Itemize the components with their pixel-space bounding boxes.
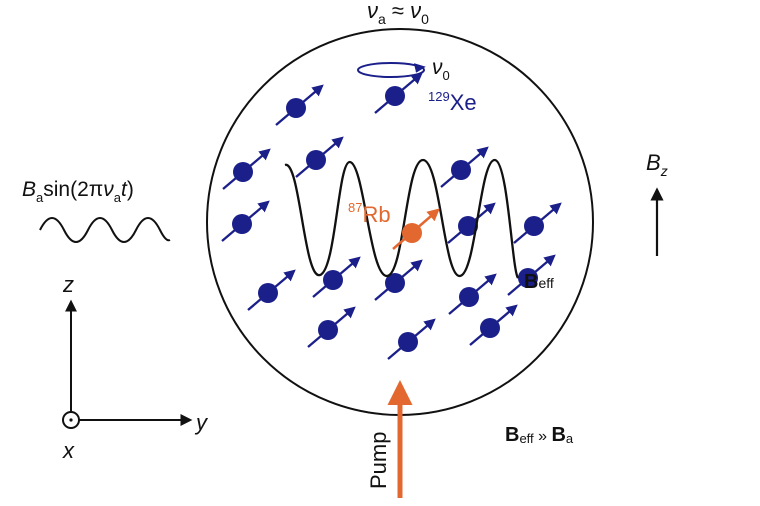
xe-sphere	[232, 214, 252, 234]
xe-atom	[247, 269, 296, 311]
xe-sphere	[233, 162, 253, 182]
xe-atom	[295, 136, 344, 178]
xe-sphere	[258, 283, 278, 303]
bz-label: Bz	[646, 150, 668, 179]
xe-sphere	[385, 86, 405, 106]
xe-sphere	[318, 320, 338, 340]
x-axis-label: x	[62, 438, 75, 463]
xe-sphere	[458, 216, 478, 236]
xe-sphere	[480, 318, 500, 338]
xe-atom	[374, 259, 423, 301]
xe-atom	[221, 200, 270, 242]
xe-atom	[387, 318, 436, 360]
rb-atom	[392, 208, 440, 250]
xe-sphere	[323, 270, 343, 290]
xe-atom-group	[221, 72, 562, 360]
xe-sphere	[518, 268, 538, 288]
beff-label: Beff	[524, 271, 554, 293]
y-axis-label: y	[194, 410, 209, 435]
xe-atom	[447, 202, 496, 244]
xe-atom	[312, 256, 361, 298]
xe-atom	[448, 273, 497, 315]
drive-field-label: Basin(2πνat)	[22, 178, 134, 205]
precession-frequency-label: ν0	[432, 56, 450, 83]
z-axis-label: z	[62, 272, 74, 297]
resonance-condition-label: νa ≈ ν0	[367, 0, 429, 27]
drive-field-wave	[39, 217, 171, 243]
field-condition-label: Beff » Ba	[505, 424, 574, 446]
x-axis-dot	[69, 418, 73, 422]
pump-label: Pump	[366, 432, 391, 489]
xe-sphere	[451, 160, 471, 180]
xe-sphere	[459, 287, 479, 307]
xe-atom	[440, 146, 489, 188]
xe-atom	[374, 72, 423, 114]
precession-ellipse	[357, 62, 425, 78]
xe-sphere	[286, 98, 306, 118]
xe-label: 129Xe	[428, 89, 477, 115]
xe-atom	[222, 148, 271, 190]
xe-atom	[469, 304, 518, 346]
xe-atom	[307, 306, 356, 348]
precession-arrowhead	[413, 63, 426, 73]
xe-sphere	[398, 332, 418, 352]
xe-atom	[507, 254, 556, 296]
beff-field-wave	[284, 158, 520, 279]
xe-sphere	[385, 273, 405, 293]
xe-sphere	[524, 216, 544, 236]
xe-atom	[513, 202, 562, 244]
xe-atom	[275, 84, 324, 126]
rb-label: 87Rb	[348, 200, 391, 227]
xe-sphere	[306, 150, 326, 170]
